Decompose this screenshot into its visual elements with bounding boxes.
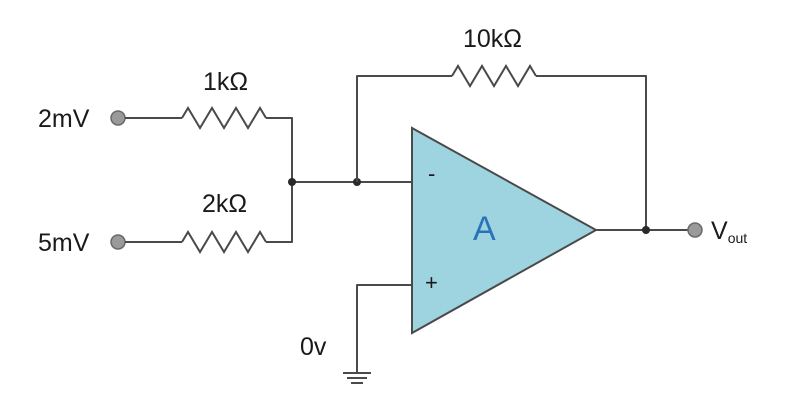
resistor-1k-lead	[266, 117, 293, 182]
resistor-1k-label: 1kΩ	[203, 68, 248, 96]
resistor-10k	[451, 64, 537, 88]
resistor-2k-label: 2kΩ	[202, 190, 247, 218]
resistor-2k-lead	[266, 182, 293, 243]
feedback-wire-left	[356, 75, 452, 182]
resistor-1k	[181, 106, 267, 130]
output-label-subscript: out	[728, 230, 748, 246]
output-label: Vout	[711, 217, 747, 246]
ground-wire	[356, 284, 412, 373]
output-terminal	[687, 222, 703, 238]
resistor-2k	[181, 230, 267, 254]
feedback-branch	[356, 64, 647, 230]
summing-node	[288, 178, 296, 186]
feedback-node-output	[642, 226, 650, 234]
inverting-input-sign: -	[428, 161, 435, 186]
op-amp-label: A	[473, 210, 496, 248]
feedback-wire-right	[536, 75, 647, 230]
resistor-10k-label: 10kΩ	[463, 25, 522, 53]
input-1-terminal	[110, 110, 126, 126]
output-label-main: V	[711, 217, 728, 245]
op-amp: - + A	[411, 126, 599, 335]
input-2-terminal	[110, 234, 126, 250]
input-1-branch	[110, 106, 293, 182]
ground-label: 0v	[300, 333, 327, 361]
ground-symbol	[343, 372, 371, 384]
input-2-label: 5mV	[38, 229, 90, 257]
input-2-branch	[110, 182, 293, 254]
op-amp-triangle	[411, 126, 599, 335]
noninverting-input-sign: +	[425, 270, 438, 295]
input-1-label: 2mV	[38, 105, 90, 133]
